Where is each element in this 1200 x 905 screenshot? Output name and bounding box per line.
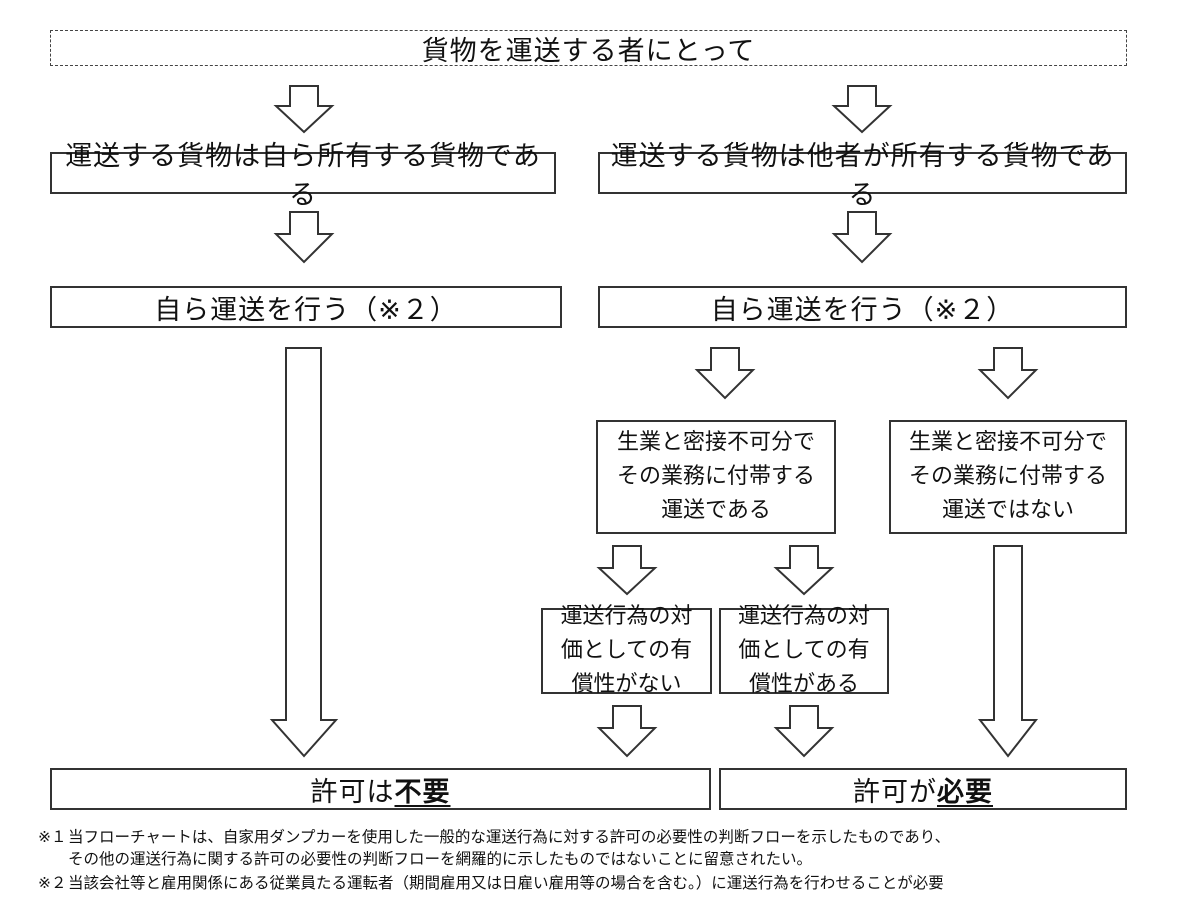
footnote-2-mark: ※２ <box>38 874 67 892</box>
incidental-line-3: 運送である <box>661 498 771 523</box>
flow-start-label: 貨物を運送する者にとって <box>421 35 756 67</box>
footnote-2: ※２ 当該会社等と雇用関係にある従業員たる運転者（期間雇用又は日雇い雇用等の場合… <box>38 872 944 894</box>
result-unnecessary-box: 許可は不要 <box>50 768 711 810</box>
footnote-2-line-1: 当該会社等と雇用関係にある従業員たる運転者（期間雇用又は日雇い雇用等の場合を含む… <box>68 874 944 892</box>
compensation-line-1: 運送行為の対 <box>737 604 870 629</box>
arrow-down-icon <box>273 211 335 264</box>
not-incidental-line-2: その業務に付帯する <box>908 464 1107 489</box>
result-necessary-emphasis: 必要 <box>937 776 993 808</box>
compensation-line-3: 償性がある <box>748 672 859 697</box>
self-transport-left-label: 自ら運送を行う（※２） <box>154 294 458 326</box>
arrow-down-icon <box>831 85 893 134</box>
result-necessary-box: 許可が必要 <box>719 768 1127 810</box>
result-necessary-prefix: 許可が <box>853 776 937 808</box>
footnote-1-line-1: 当フローチャートは、自家用ダンプカーを使用した一般的な運送行為に対する許可の必要… <box>68 828 951 846</box>
compensation-line-2: 価としての有 <box>738 638 870 663</box>
footnote-1-line-2: その他の運送行為に関する許可の必要性の判断フローを網羅的に示したものではないこと… <box>68 850 813 868</box>
no-compensation-line-1: 運送行為の対 <box>560 604 693 629</box>
arrow-down-icon <box>977 347 1039 400</box>
self-transport-right-label: 自ら運送を行う（※２） <box>710 294 1015 326</box>
self-transport-right-box: 自ら運送を行う（※２） <box>598 286 1127 328</box>
result-unnecessary-emphasis: 不要 <box>394 776 451 808</box>
others-cargo-box: 運送する貨物は他者が所有する貨物である <box>598 141 1127 211</box>
not-incidental-transport-box: 生業と密接不可分で その業務に付帯する 運送ではない <box>889 420 1127 534</box>
arrow-down-icon <box>596 705 658 758</box>
footnote-1-mark: ※１ <box>38 828 67 846</box>
arrow-down-icon <box>773 545 835 596</box>
arrow-down-icon <box>694 347 756 400</box>
long-arrow-down-icon <box>269 347 339 758</box>
arrow-down-icon <box>831 211 893 264</box>
self-transport-left-box: 自ら運送を行う（※２） <box>50 286 562 328</box>
not-incidental-line-3: 運送ではない <box>941 498 1074 523</box>
own-cargo-label: 運送する貨物は自ら所有する貨物である <box>65 141 541 211</box>
incidental-line-1: 生業と密接不可分で <box>616 430 815 455</box>
not-incidental-line-1: 生業と密接不可分で <box>908 430 1107 455</box>
arrow-down-icon <box>596 545 658 596</box>
own-cargo-box: 運送する貨物は自ら所有する貨物である <box>50 141 556 211</box>
no-compensation-box: 運送行為の対 価としての有 償性がない <box>541 604 712 697</box>
long-arrow-down-icon <box>977 545 1039 758</box>
incidental-line-2: その業務に付帯する <box>616 464 815 489</box>
incidental-transport-box: 生業と密接不可分で その業務に付帯する 運送である <box>596 420 836 534</box>
others-cargo-label: 運送する貨物は他者が所有する貨物である <box>610 141 1115 211</box>
arrow-down-icon <box>773 705 835 758</box>
compensation-box: 運送行為の対 価としての有 償性がある <box>719 604 889 697</box>
flow-start-box: 貨物を運送する者にとって <box>50 30 1127 67</box>
result-unnecessary-prefix: 許可は <box>310 776 395 808</box>
arrow-down-icon <box>273 85 335 134</box>
no-compensation-line-3: 償性がない <box>571 672 682 697</box>
no-compensation-line-2: 価としての有 <box>560 638 693 663</box>
footnote-1: ※１ 当フローチャートは、自家用ダンプカーを使用した一般的な運送行為に対する許可… <box>38 826 951 870</box>
